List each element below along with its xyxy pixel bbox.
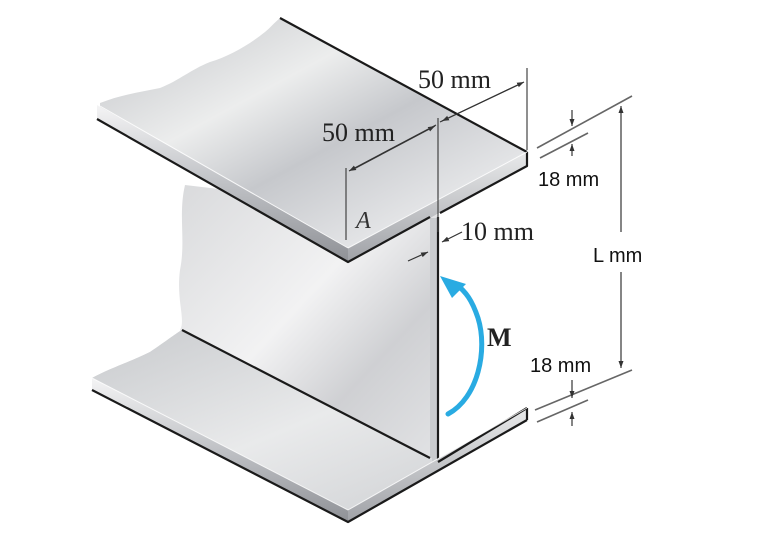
moment-arrowhead-icon bbox=[440, 276, 466, 298]
dim-total-height: L mm bbox=[593, 106, 642, 368]
moment-arrow: M bbox=[440, 276, 512, 417]
label-10mm: 10 mm bbox=[461, 217, 534, 246]
dim-bottom-flange-thickness: 18 mm bbox=[530, 355, 633, 426]
label-50mm-right: 50 mm bbox=[418, 65, 491, 94]
label-l-mm: L mm bbox=[593, 245, 642, 267]
label-point-a: A bbox=[354, 208, 371, 234]
bottom-flange bbox=[91, 329, 529, 524]
label-18mm-bottom: 18 mm bbox=[530, 355, 591, 377]
label-50mm-left: 50 mm bbox=[322, 118, 395, 147]
web-plate bbox=[179, 185, 440, 463]
dim-web-thickness: 10 mm bbox=[407, 217, 534, 262]
label-18mm-top: 18 mm bbox=[538, 169, 599, 191]
dim-top-flange-thickness: 18 mm bbox=[536, 95, 633, 191]
dim-flange-width: 50 mm 50 mm A bbox=[322, 65, 528, 240]
label-moment-m: M bbox=[487, 323, 512, 352]
